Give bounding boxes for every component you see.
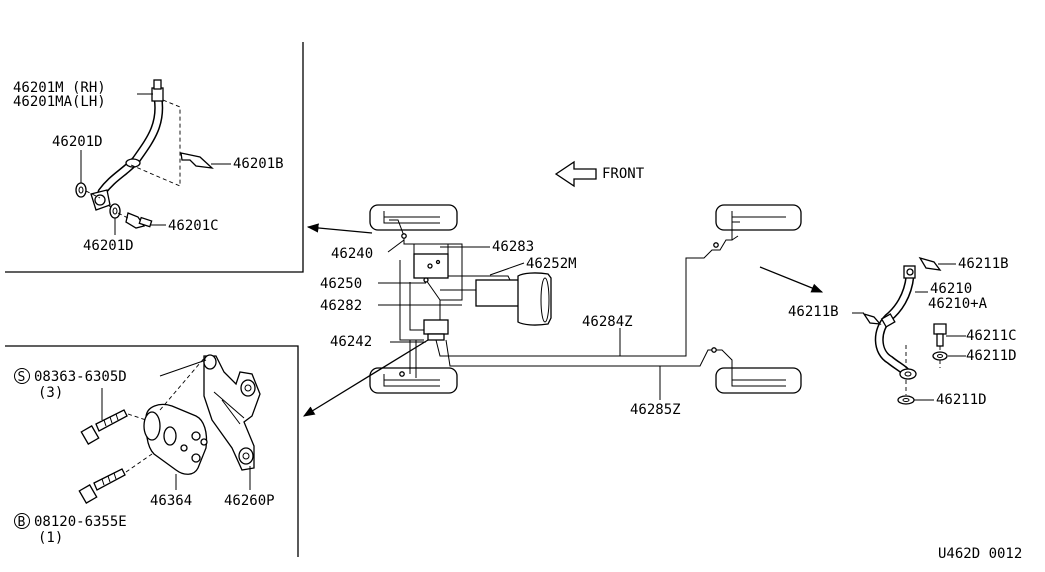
proportioning-valve-body (423, 319, 449, 341)
label-46282: 46282 (320, 298, 362, 314)
wheel-rear-left (369, 367, 458, 394)
front-brake-hose-assembly (75, 79, 214, 229)
center-leaders (378, 239, 661, 400)
label-08363-6305d: 08363-6305D (34, 369, 127, 385)
label-qty-1: (1) (38, 530, 63, 546)
bolt-b (78, 468, 126, 504)
letter-s-text: S (18, 370, 26, 385)
brake-tubes (389, 219, 740, 380)
valve-dashed-guides (125, 355, 207, 473)
label-46211d-bottom: 46211D (936, 392, 987, 408)
wheel-front-right (715, 204, 802, 231)
label-46285z: 46285Z (630, 402, 681, 418)
front-label: FRONT (602, 166, 645, 182)
label-46201d-top: 46201D (52, 134, 103, 150)
label-46240: 46240 (331, 246, 373, 262)
label-46210a: 46210+A (928, 296, 988, 312)
label-qty-3: (3) (38, 385, 63, 401)
label-46201ma: 46201MA(LH) (13, 94, 106, 110)
label-46201b: 46201B (233, 156, 284, 172)
wheel-rear-right (715, 367, 802, 394)
label-08120-6355e: 08120-6355E (34, 514, 127, 530)
label-46250: 46250 (320, 276, 362, 292)
letter-b-icon: B (14, 513, 30, 530)
label-46210: 46210 (930, 281, 972, 297)
label-46242: 46242 (330, 334, 372, 350)
drawing-code: U462D 0012 (938, 546, 1022, 562)
letter-b-text: B (18, 515, 26, 530)
wheel-front-left (369, 204, 458, 231)
label-46201m: 46201M (RH) (13, 80, 106, 96)
rear-hose-leaders (852, 263, 966, 401)
label-46211c: 46211C (966, 328, 1017, 344)
label-46260p: 46260P (224, 493, 275, 509)
label-46364: 46364 (150, 493, 192, 509)
label-46283: 46283 (492, 239, 534, 255)
letter-s-icon: S (14, 368, 30, 385)
label-46211d-top: 46211D (966, 348, 1017, 364)
proportioning-valve (143, 403, 208, 475)
pointer-arrows (303, 223, 824, 417)
label-46201c: 46201C (168, 218, 219, 234)
label-46252m: 46252M (526, 256, 577, 272)
bolt-s (80, 409, 128, 445)
label-46211b-top: 46211B (958, 256, 1009, 272)
junction-block (413, 253, 449, 283)
brake-booster (475, 272, 552, 326)
front-arrow-icon (554, 160, 597, 188)
label-46284z: 46284Z (582, 314, 633, 330)
inset-frame-proportioning-valve (5, 345, 299, 557)
label-46201d-bottom: 46201D (83, 238, 134, 254)
rear-brake-hose-assembly (862, 256, 948, 405)
label-46211b-left: 46211B (788, 304, 839, 320)
valve-inset-leaders (101, 359, 251, 490)
front-hose-leaders (80, 93, 231, 235)
proportioning-valve-bracket (203, 354, 261, 471)
inset-frame-front-hose (5, 42, 304, 273)
